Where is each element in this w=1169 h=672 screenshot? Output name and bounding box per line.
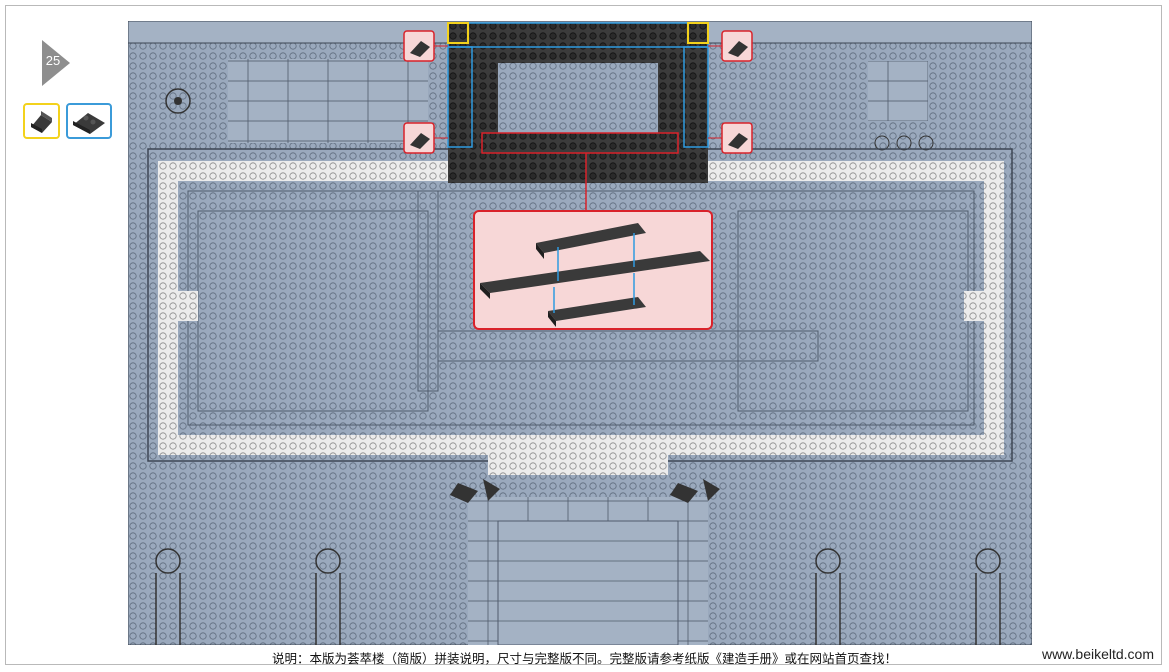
decor-ornament-right (670, 479, 720, 503)
brick-assembly-callout (473, 210, 713, 330)
step-arrow-icon (42, 40, 70, 86)
gear-fixtures-top-right (874, 135, 934, 151)
footer-note: 说明：本版为荟萃楼（简版）拼装说明，尺寸与完整版不同。完整版请参考纸版《建造手册… (271, 651, 897, 666)
part-box-double-slope (66, 103, 112, 139)
part-box-slope (23, 103, 60, 139)
website-link[interactable]: www.beikeltd.com (1041, 646, 1154, 662)
dark-double-slope-brick-icon (73, 113, 105, 134)
round-fixtures-bottom (155, 548, 1001, 645)
build-diagram (128, 21, 1032, 645)
page-frame (5, 5, 1162, 665)
slope-callout-top-right (708, 30, 753, 62)
slope-callout-mid-right (708, 122, 753, 154)
dark-gate-frame (447, 22, 709, 183)
slope-callout-mid-left (403, 122, 448, 154)
dark-slope-brick-icon (31, 111, 52, 133)
decor-ornament-left (450, 479, 500, 503)
step-number: 25 (45, 53, 61, 68)
slope-callout-top-left (403, 30, 448, 62)
round-fixture-top-left (165, 88, 191, 114)
